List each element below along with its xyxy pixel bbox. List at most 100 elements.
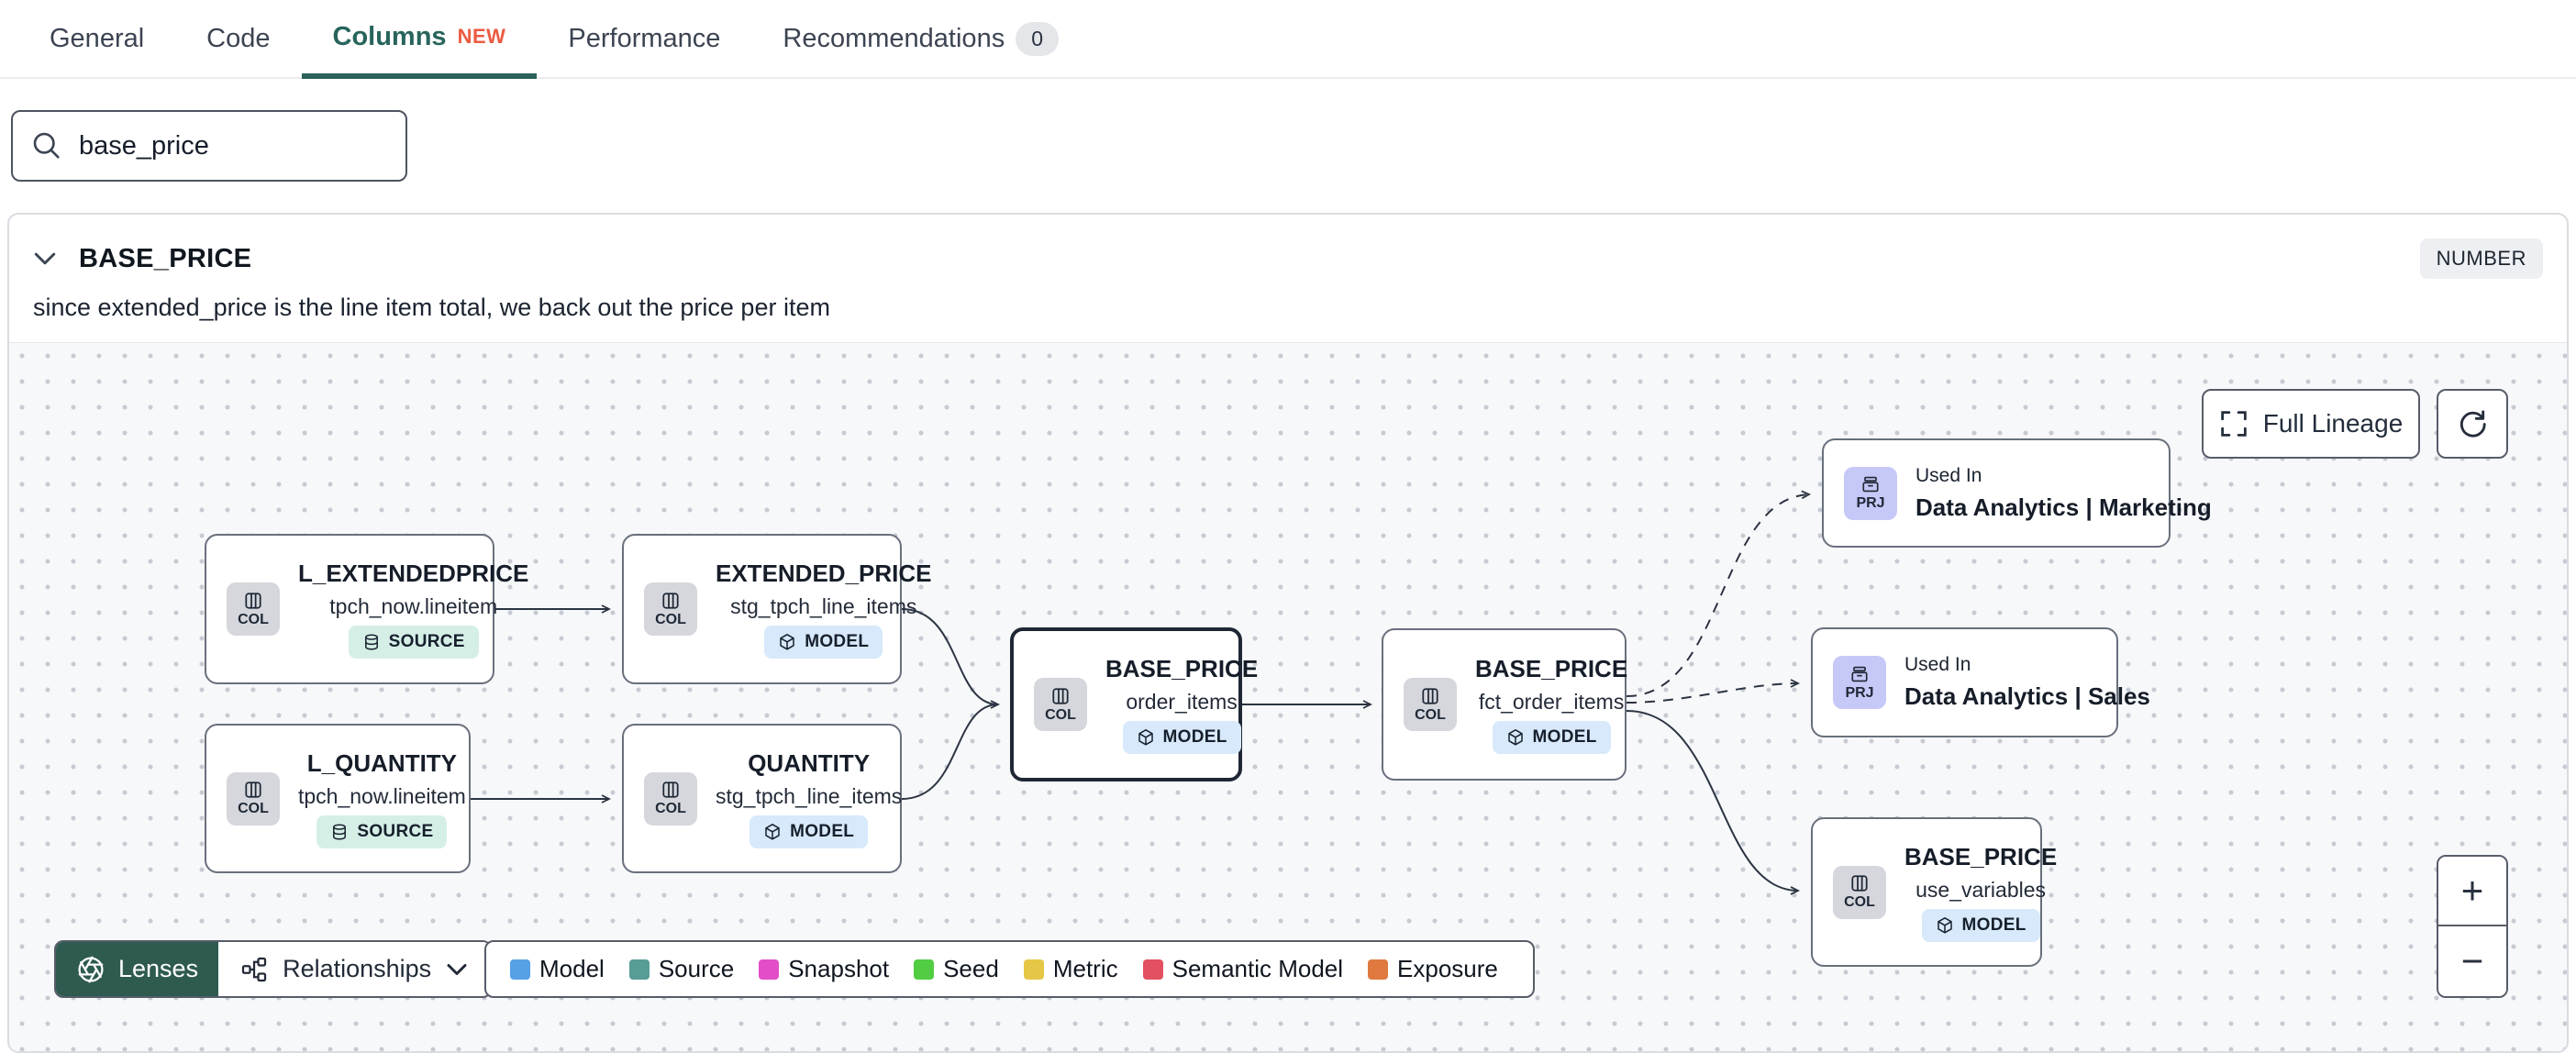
legend-item: Snapshot [759, 955, 889, 983]
zoom-in-button[interactable]: + [2438, 857, 2506, 926]
legend-item: Exposure [1368, 955, 1498, 983]
cube-icon [1937, 916, 1952, 934]
lenses-label: Lenses [118, 955, 199, 982]
legend-label: Source [658, 955, 735, 982]
node-title: L_EXTENDEDPRICE [298, 560, 529, 587]
column-type-badge: NUMBER [2419, 238, 2543, 279]
archive-icon [1851, 666, 1868, 682]
resource-pill: MODEL [1122, 721, 1241, 754]
full-lineage-button[interactable]: Full Lineage [2202, 389, 2420, 459]
node-subtitle: fct_order_items [1478, 690, 1625, 714]
search-input[interactable] [79, 130, 387, 161]
tab-label: Performance [568, 23, 721, 53]
resource-pill: MODEL [764, 626, 883, 659]
tab-columns[interactable]: Columns NEW [301, 0, 538, 79]
legend-label: Metric [1052, 955, 1118, 982]
column-search[interactable] [11, 110, 407, 182]
legend-swatch [914, 959, 935, 980]
resource-pill: MODEL [1921, 908, 2040, 942]
node-title: Data Analytics | Marketing [1915, 493, 2212, 521]
node-title: BASE_PRICE [1105, 655, 1259, 682]
column-icon [662, 592, 679, 609]
refresh-button[interactable] [2437, 389, 2508, 459]
badge-label: COL [1415, 706, 1446, 723]
tab-recommendations[interactable]: Recommendations 0 [751, 0, 1090, 77]
column-badge: COL [227, 582, 280, 636]
collapse-chevron-icon[interactable] [33, 250, 57, 267]
tab-label: Code [206, 23, 271, 53]
column-badge: COL [644, 582, 697, 636]
relationships-icon [241, 957, 267, 981]
legend-item: Seed [914, 955, 999, 983]
lineage-canvas[interactable]: COL L_EXTENDEDPRICE tpch_now.lineitem SO… [9, 342, 2567, 1051]
archive-icon [1862, 476, 1879, 493]
legend-label: Snapshot [788, 955, 890, 982]
node-title: Data Analytics | Sales [1904, 682, 2150, 710]
badge-label: COL [1045, 706, 1076, 723]
resource-pill: SOURCE [348, 626, 479, 659]
recommendations-count-badge: 0 [1016, 21, 1059, 56]
legend-swatch [1142, 959, 1163, 980]
relationships-dropdown[interactable]: Relationships [218, 942, 491, 996]
legend-swatch [759, 959, 780, 980]
column-icon [1052, 687, 1069, 704]
node-subtitle: stg_tpch_line_items [730, 594, 917, 618]
node-subtitle: tpch_now.lineitem [298, 783, 466, 808]
tab-code[interactable]: Code [175, 0, 301, 77]
column-description: since extended_price is the line item to… [33, 294, 830, 321]
column-icon [662, 781, 679, 798]
column-panel: BASE_PRICE NUMBER since extended_price i… [7, 213, 2569, 1053]
legend-label: Model [539, 955, 605, 982]
column-badge: COL [227, 771, 280, 826]
badge-label: COL [655, 801, 686, 816]
column-badge: COL [1034, 678, 1087, 731]
lineage-node-base-price-order-items[interactable]: COL BASE_PRICE order_items MODEL [1010, 627, 1258, 781]
legend-item: Source [628, 955, 735, 983]
lineage-node-l-extendedprice[interactable]: COL L_EXTENDEDPRICE tpch_now.lineitem SO… [205, 534, 528, 684]
zoom-out-button[interactable]: − [2438, 926, 2506, 996]
node-title: BASE_PRICE [1475, 655, 1628, 682]
legend-label: Semantic Model [1171, 955, 1344, 982]
column-icon [245, 781, 261, 798]
badge-label: PRJ [1856, 495, 1885, 511]
tab-bar: General Code Columns NEW Performance Rec… [0, 0, 2576, 79]
expand-icon [2220, 411, 2247, 437]
legend-swatch [628, 959, 650, 980]
column-badge: COL [1833, 865, 1886, 919]
lineage-node-used-in-marketing[interactable]: PRJ Used In Data Analytics | Marketing [1822, 438, 2212, 548]
resource-label: MODEL [805, 632, 870, 651]
resource-label: MODEL [790, 821, 855, 841]
tab-performance[interactable]: Performance [537, 0, 751, 77]
project-badge: PRJ [1844, 466, 1897, 520]
node-subtitle: stg_tpch_line_items [716, 783, 903, 808]
legend-swatch [1023, 959, 1044, 980]
badge-label: COL [238, 611, 269, 627]
lineage-node-extended-price[interactable]: COL EXTENDED_PRICE stg_tpch_line_items M… [622, 534, 932, 684]
column-icon [245, 592, 261, 609]
legend-item: Model [510, 955, 605, 983]
tab-general[interactable]: General [18, 0, 175, 77]
resource-pill: MODEL [749, 815, 869, 848]
node-subtitle: tpch_now.lineitem [329, 594, 498, 618]
resource-label: MODEL [1961, 914, 2026, 935]
legend-item: Metric [1023, 955, 1118, 983]
node-title: BASE_PRICE [1904, 842, 2058, 870]
cube-icon [780, 634, 794, 650]
badge-label: COL [655, 611, 686, 627]
search-icon [33, 132, 60, 159]
resource-label: SOURCE [388, 632, 465, 651]
cube-icon [1138, 729, 1153, 746]
lineage-node-base-price-use-variables[interactable]: COL BASE_PRICE use_variables MODEL [1811, 817, 2057, 967]
project-badge: PRJ [1833, 656, 1886, 709]
lineage-node-used-in-sales[interactable]: PRJ Used In Data Analytics | Sales [1811, 627, 2150, 737]
lineage-node-base-price-fct-order-items[interactable]: COL BASE_PRICE fct_order_items MODEL [1382, 628, 1627, 781]
cube-icon [1507, 729, 1523, 746]
lenses-button[interactable]: Lenses [56, 942, 219, 996]
lenses-control: Lenses Relationships [54, 940, 493, 998]
used-in-label: Used In [1915, 464, 1982, 486]
node-subtitle: use_variables [1915, 877, 2047, 902]
lineage-node-l-quantity[interactable]: COL L_QUANTITY tpch_now.lineitem SOURCE [205, 724, 471, 873]
lineage-node-quantity[interactable]: COL QUANTITY stg_tpch_line_items MODEL [622, 724, 902, 873]
column-badge: COL [1404, 678, 1457, 731]
used-in-label: Used In [1904, 654, 1971, 675]
